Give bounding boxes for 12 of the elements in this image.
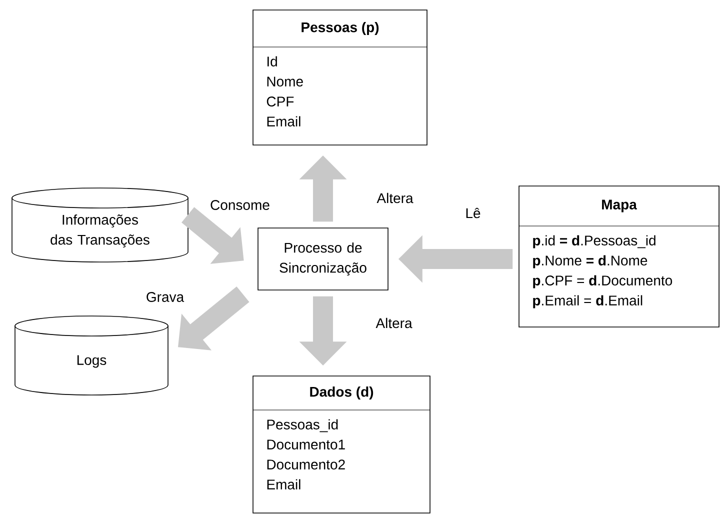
process-box: Processo de Sincronização [258,228,388,290]
edge-label: Grava [146,292,184,302]
table-box: Dados (d) Pessoas_id Documento1 Documento2 Email [252,376,430,514]
table-box: Pessoas (p) Id Nome CPF Email [252,10,428,146]
block-arrow [178,286,250,350]
database-cylinder: Informações das Transações [12,188,188,262]
edge-label: Lê [466,208,480,218]
database-cylinder: Logs [14,316,168,396]
edge-label: Altera [376,192,414,204]
table-box: Mapa p.id = d.Pessoas_id p.Nome = d.Nome p.CPF = d.Documento p.Email = d.Email [518,186,720,328]
edge-label: Consome [210,200,270,210]
edge-label: Altera [376,318,412,328]
